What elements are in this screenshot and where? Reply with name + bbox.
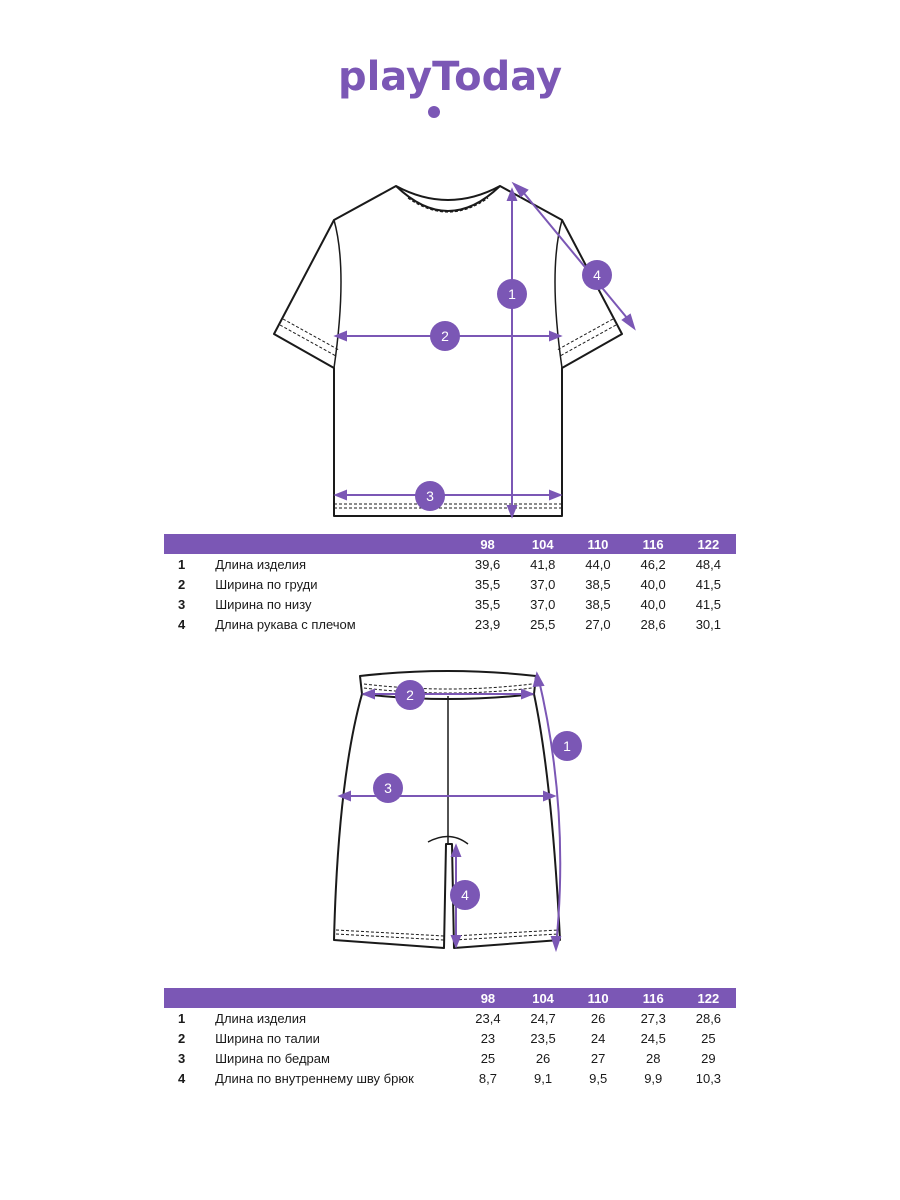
svg-text:1: 1	[563, 738, 571, 754]
size-header: 122	[680, 988, 736, 1008]
svg-text:1: 1	[508, 286, 516, 302]
table-row: 4 Длина рукава с плечом 23,9 25,5 27,0 2…	[164, 614, 736, 634]
svg-text:4: 4	[461, 887, 469, 903]
shorts-outline	[333, 670, 561, 949]
tshirt-marker-3: 3	[415, 481, 445, 511]
shorts-marker-4: 4	[450, 880, 480, 910]
size-header: 110	[570, 988, 626, 1008]
tshirt-measure-lines	[333, 181, 636, 519]
size-header: 98	[460, 988, 516, 1008]
shorts-marker-3: 3	[373, 773, 403, 803]
svg-text:playToday: playToday	[338, 54, 562, 100]
table-row: 2 Ширина по груди 35,5 37,0 38,5 40,0 41…	[164, 574, 736, 594]
row-label: Длина изделия	[215, 1010, 307, 1026]
size-header: 122	[680, 534, 736, 554]
tshirt-outline	[273, 185, 623, 517]
svg-text:2: 2	[406, 687, 414, 703]
table-header-row: 98 104 110 116 122	[164, 988, 736, 1008]
row-label: Ширина по бедрам	[215, 1050, 330, 1066]
shorts-marker-2: 2	[395, 680, 425, 710]
size-header: 116	[625, 988, 681, 1008]
shorts-marker-1: 1	[552, 731, 582, 761]
size-header: 110	[570, 534, 626, 554]
size-header: 104	[515, 534, 571, 554]
row-label: Длина изделия	[215, 556, 307, 572]
size-header: 116	[625, 534, 681, 554]
shorts-size-table: 98 104 110 116 122 1 Длина изделия 23,4 …	[164, 988, 736, 1088]
table-row: 1 Длина изделия 39,6 41,8 44,0 46,2 48,4	[164, 554, 736, 574]
table-row: 2 Ширина по талии 23 23,5 24 24,5 25	[164, 1028, 736, 1048]
tshirt-size-table: 98 104 110 116 122 1 Длина изделия 39,6 …	[164, 534, 736, 634]
brand-logo: playToday	[0, 48, 900, 129]
tshirt-diagram: 1 2 3 4	[0, 170, 900, 530]
tshirt-marker-2: 2	[430, 321, 460, 351]
row-label: Ширина по талии	[215, 1030, 320, 1046]
table-row: 4 Длина по внутреннему шву брюк 8,7 9,1 …	[164, 1068, 736, 1088]
size-header: 104	[515, 988, 571, 1008]
table-row: 1 Длина изделия 23,4 24,7 26 27,3 28,6	[164, 1008, 736, 1028]
table-header-row: 98 104 110 116 122	[164, 534, 736, 554]
row-label: Ширина по груди	[215, 576, 318, 592]
shorts-diagram: 1 2 3 4	[0, 660, 900, 960]
playtoday-logo-icon: playToday	[338, 54, 562, 118]
svg-text:4: 4	[593, 267, 601, 283]
shorts-measure-lines	[337, 671, 562, 953]
svg-text:2: 2	[441, 328, 449, 344]
table-row: 3 Ширина по бедрам 25 26 27 28 29	[164, 1048, 736, 1068]
svg-text:3: 3	[384, 780, 392, 796]
row-label: Длина рукава с плечом	[215, 616, 356, 632]
row-label: Ширина по низу	[215, 596, 312, 612]
tshirt-marker-1: 1	[497, 279, 527, 309]
size-header: 98	[459, 534, 516, 554]
table-row: 3 Ширина по низу 35,5 37,0 38,5 40,0 41,…	[164, 594, 736, 614]
tshirt-marker-4: 4	[582, 260, 612, 290]
svg-text:3: 3	[426, 488, 434, 504]
row-label: Длина по внутреннему шву брюк	[215, 1070, 414, 1086]
